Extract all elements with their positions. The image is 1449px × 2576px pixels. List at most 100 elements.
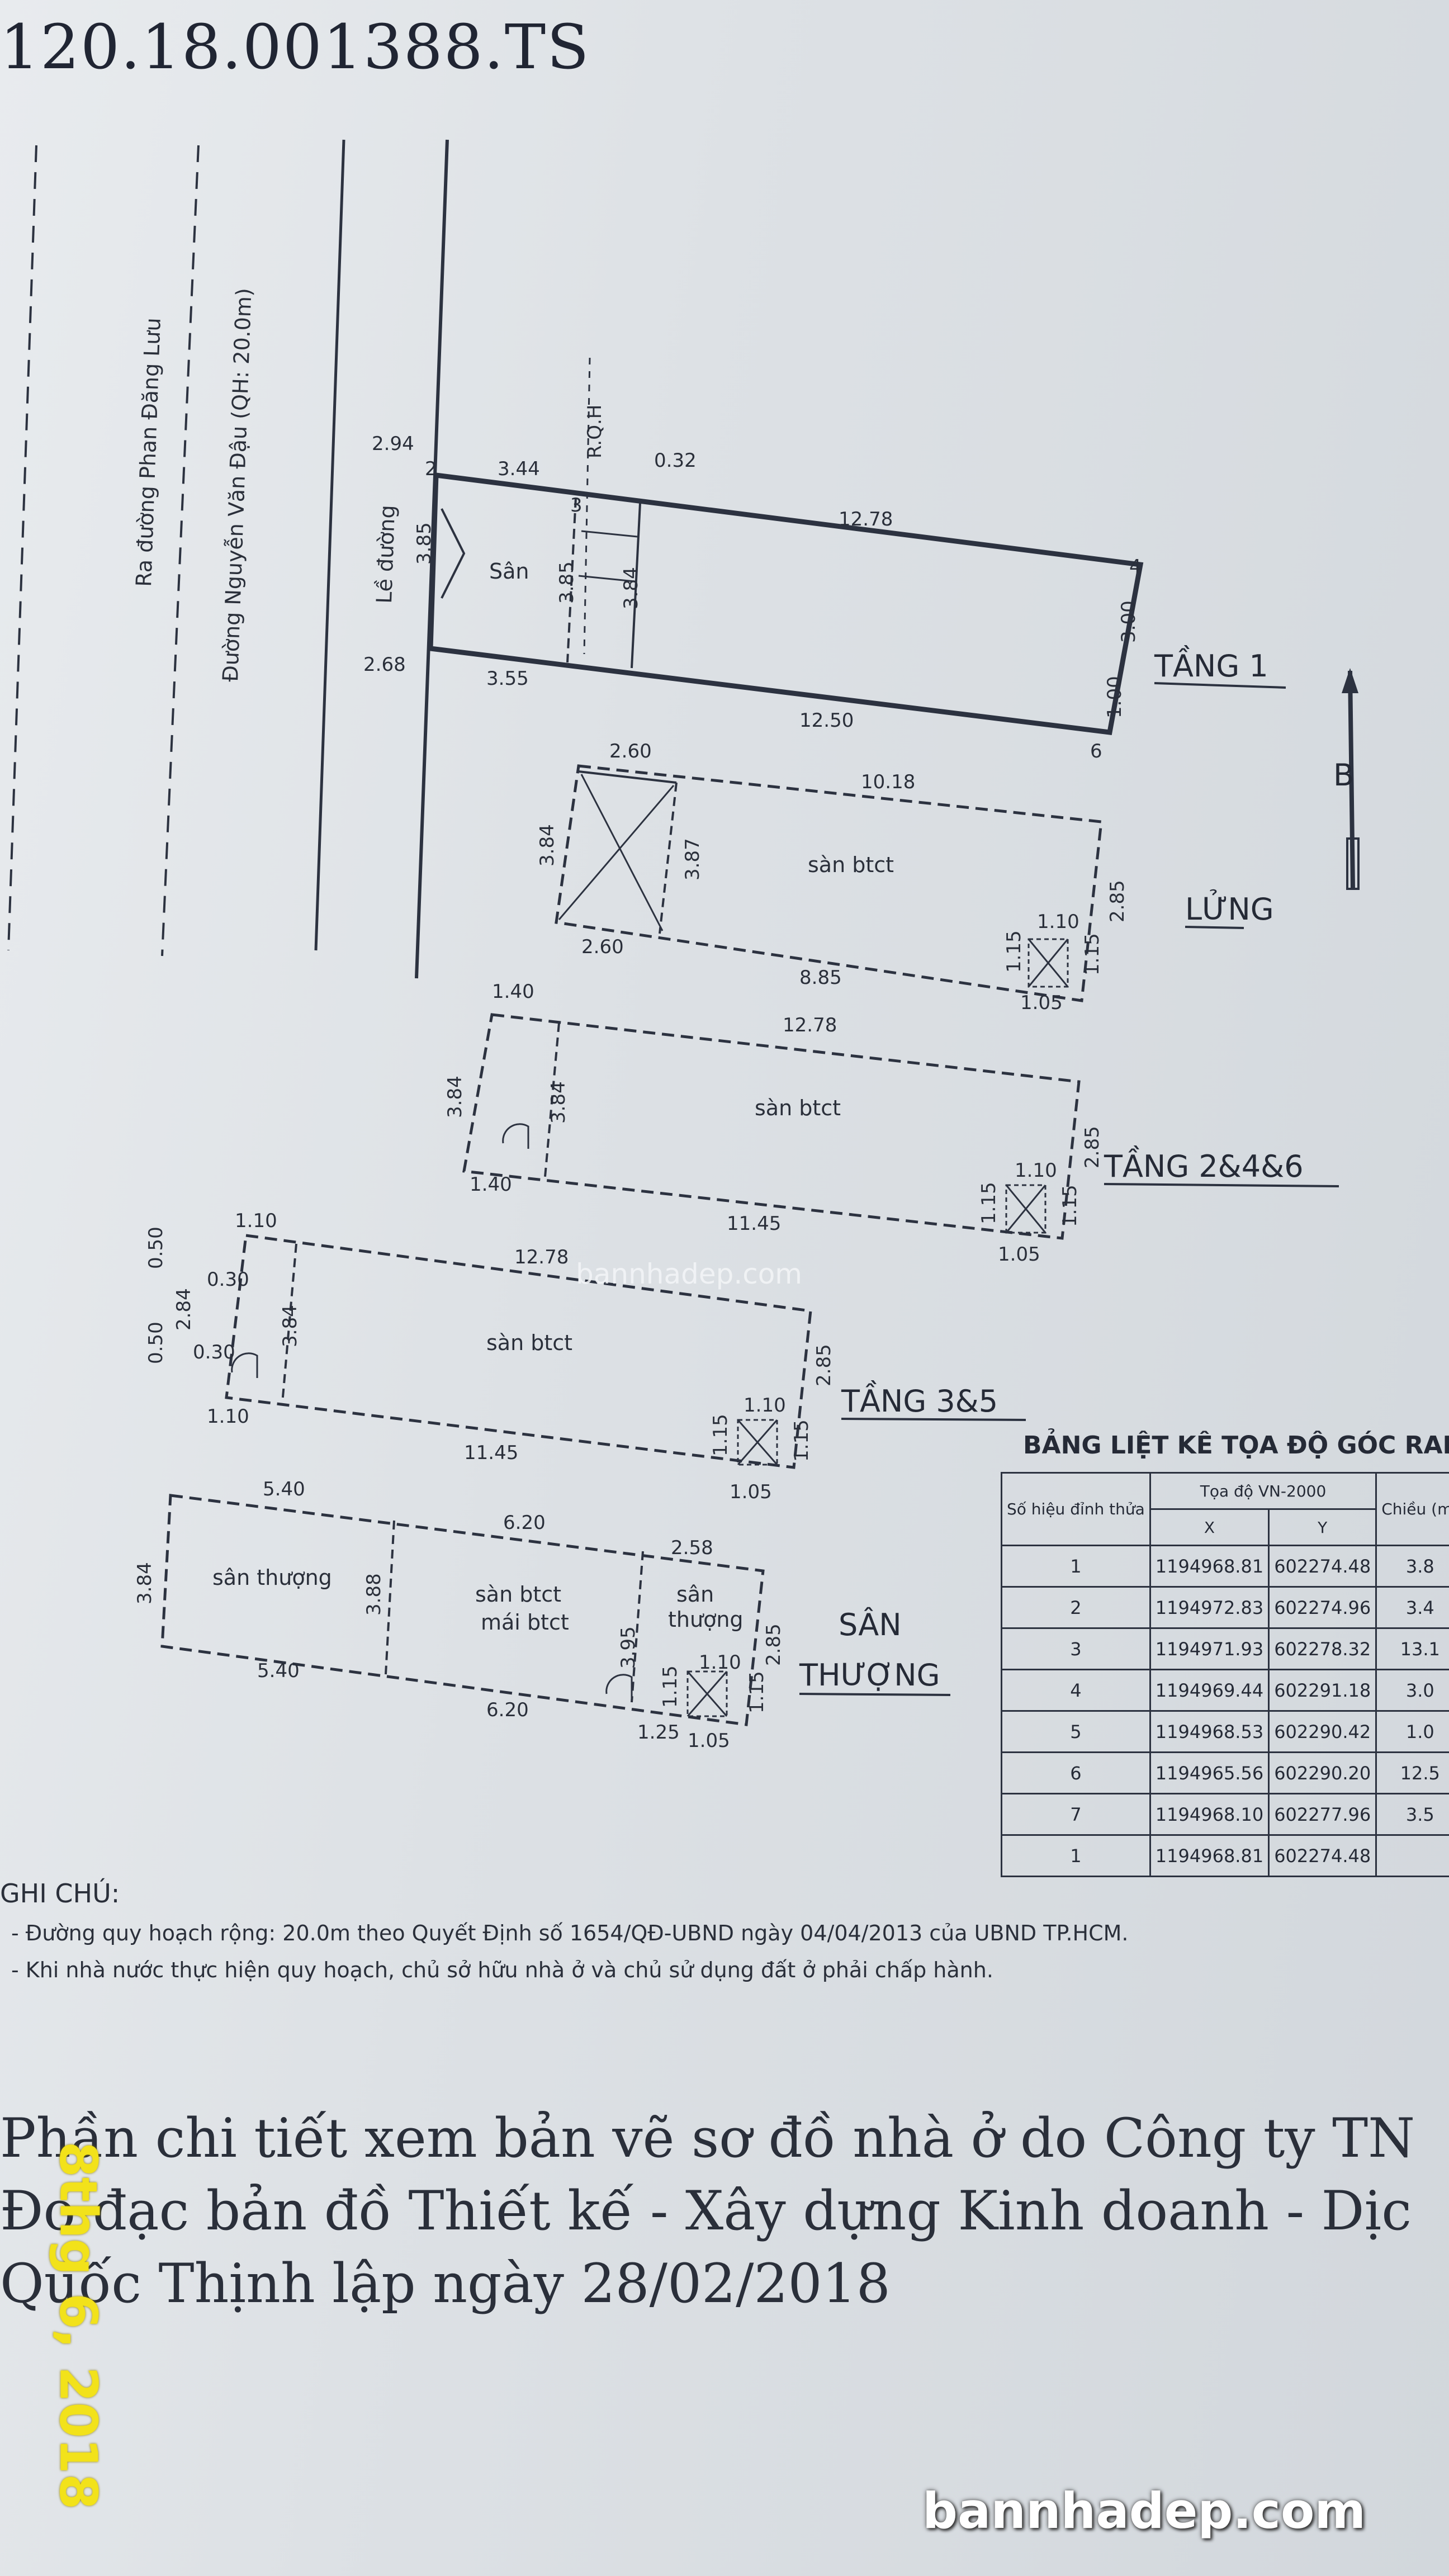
floor-1-room-label: Sân	[489, 559, 529, 584]
floor-2-4-6-room-label: sàn btct	[755, 1096, 841, 1120]
dimension-label: 6	[1090, 740, 1102, 763]
street-line-1	[7, 145, 37, 951]
dimension-label: 0.32	[654, 449, 697, 472]
table-cell: 1194968.81	[1149, 1545, 1270, 1588]
street-line-2	[161, 145, 200, 956]
photo-timestamp: 8thg 6, 2018	[48, 2141, 108, 2510]
dimension-label: 0.30	[193, 1341, 235, 1363]
floor-2-4-6-label: TẦNG 2&4&6	[1104, 1146, 1304, 1184]
table-cell: 4	[1001, 1669, 1151, 1712]
sidewalk-label: Lề đường	[372, 505, 400, 604]
floor-1-label: TẦNG 1	[1154, 646, 1268, 684]
dimension-label: 1.15	[659, 1665, 681, 1708]
table-cell: 602274.96	[1268, 1586, 1377, 1629]
dimension-label: 3.55	[486, 667, 529, 690]
dimension-label: 1.15	[978, 1182, 1000, 1224]
dimension-label: 6.20	[503, 1512, 546, 1534]
table-cell: 3.0	[1375, 1669, 1449, 1712]
floor-1-outline	[428, 472, 1144, 735]
dimension-label: 3.84	[620, 567, 642, 609]
dimension-label: 2.58	[671, 1537, 713, 1559]
street-name-nguyen-van-dau: Đường Nguyễn Văn Đậu (QH: 20.0m)	[218, 287, 257, 682]
table-cell: 6	[1001, 1751, 1151, 1794]
table-cell	[1375, 1834, 1449, 1877]
table-cell: 1194972.83	[1149, 1586, 1270, 1629]
rooftop-room-2a: sàn btct	[475, 1582, 561, 1607]
north-label: B	[1333, 757, 1354, 793]
dimension-label: 2.85	[763, 1623, 785, 1666]
table-cell: 1194971.93	[1149, 1627, 1270, 1670]
dimension-label: 1.15	[1003, 930, 1025, 973]
dimension-label: 3.84	[536, 824, 558, 866]
table-cell: 602290.42	[1268, 1710, 1377, 1753]
dimension-label: 10.18	[861, 771, 915, 793]
rooftop-room-3b: thượng	[668, 1607, 744, 1632]
detail-line-3: Quốc Thịnh lập ngày 28/02/2018	[0, 2252, 891, 2315]
dimension-label: 3.84	[444, 1076, 466, 1118]
dimension-label: 1.05	[1020, 992, 1063, 1014]
rooftop-room-1: sân thượng	[212, 1565, 332, 1590]
mezzanine-room-label: sàn btct	[808, 853, 894, 877]
dimension-label: 2.84	[173, 1288, 195, 1330]
street-name-phan-dang-luu: Ra đường Phan Đăng Lưu	[131, 318, 165, 588]
rqh-label: R.Q.H	[584, 405, 606, 458]
table-cell: 1194969.44	[1149, 1669, 1270, 1712]
dimension-label: 2.60	[581, 936, 624, 958]
dimension-label: 1.05	[730, 1481, 772, 1503]
dimension-label: 12.78	[783, 1014, 837, 1036]
table-cell: 602291.18	[1268, 1669, 1377, 1712]
dimension-label: 3.44	[498, 458, 540, 480]
dimension-label: 1.00	[1104, 676, 1126, 718]
mezzanine-label: LỬNG	[1185, 889, 1274, 927]
detail-line-2: Đo đạc bản đồ Thiết kế - Xây dựng Kinh d…	[0, 2180, 1412, 2242]
dimension-label: 0.50	[145, 1227, 167, 1269]
col-header-coords: Tọa độ VN-2000	[1149, 1472, 1377, 1510]
floor-2-4-6-outline	[462, 1013, 1081, 1240]
detail-paragraph: Phần chi tiết xem bản vẽ sơ đồ nhà ở do …	[0, 2102, 1415, 2320]
dimension-label: 1.15	[709, 1414, 732, 1456]
dimension-label: 6.20	[486, 1699, 529, 1721]
floor-3-5-outline	[225, 1234, 812, 1469]
rooftop-room-3a: sân	[676, 1582, 714, 1607]
dimension-label: 1.10	[699, 1651, 741, 1674]
dimension-label: 0.30	[207, 1268, 249, 1291]
col-header-point: Số hiệu đỉnh thửa	[1001, 1472, 1151, 1546]
table-cell: 3.5	[1375, 1793, 1449, 1836]
notes-section: GHI CHÚ: - Đường quy hoạch rộng: 20.0m t…	[0, 1878, 1449, 1982]
dimension-label: 1.15	[746, 1671, 768, 1713]
dimension-label: 1.10	[1037, 911, 1079, 933]
table-cell: 1	[1001, 1545, 1151, 1588]
rooftop-outline	[160, 1494, 765, 1726]
dimension-label: 11.45	[727, 1213, 781, 1235]
dimension-label: 1.10	[1015, 1159, 1057, 1182]
col-header-x: X	[1149, 1508, 1270, 1546]
dimension-label: 11.45	[464, 1442, 518, 1464]
dimension-label: 3	[570, 494, 583, 517]
table-cell: 1194968.53	[1149, 1710, 1270, 1753]
dimension-label: 1.15	[1081, 933, 1104, 976]
table-cell: 602274.48	[1268, 1545, 1377, 1588]
rooftop-room-2b: mái btct	[481, 1610, 569, 1635]
dimension-label: 1.25	[637, 1721, 680, 1744]
dimension-label: 1.40	[492, 981, 534, 1003]
dimension-label: 2.60	[609, 740, 652, 763]
table-cell: 3.4	[1375, 1586, 1449, 1629]
dimension-label: 2.68	[363, 654, 406, 676]
dimension-label: 2.94	[372, 433, 414, 455]
dimension-label: 12.78	[514, 1246, 569, 1268]
floor-3-5-label: TẦNG 3&5	[841, 1381, 998, 1419]
dimension-label: 1.10	[207, 1405, 249, 1428]
planning-boundary-line	[583, 357, 591, 655]
table-cell: 1194968.10	[1149, 1793, 1270, 1836]
dimension-label: 4	[1129, 556, 1142, 578]
table-cell: 1.0	[1375, 1710, 1449, 1753]
table-cell: 3	[1001, 1627, 1151, 1670]
table-cell: 7	[1001, 1793, 1151, 1836]
